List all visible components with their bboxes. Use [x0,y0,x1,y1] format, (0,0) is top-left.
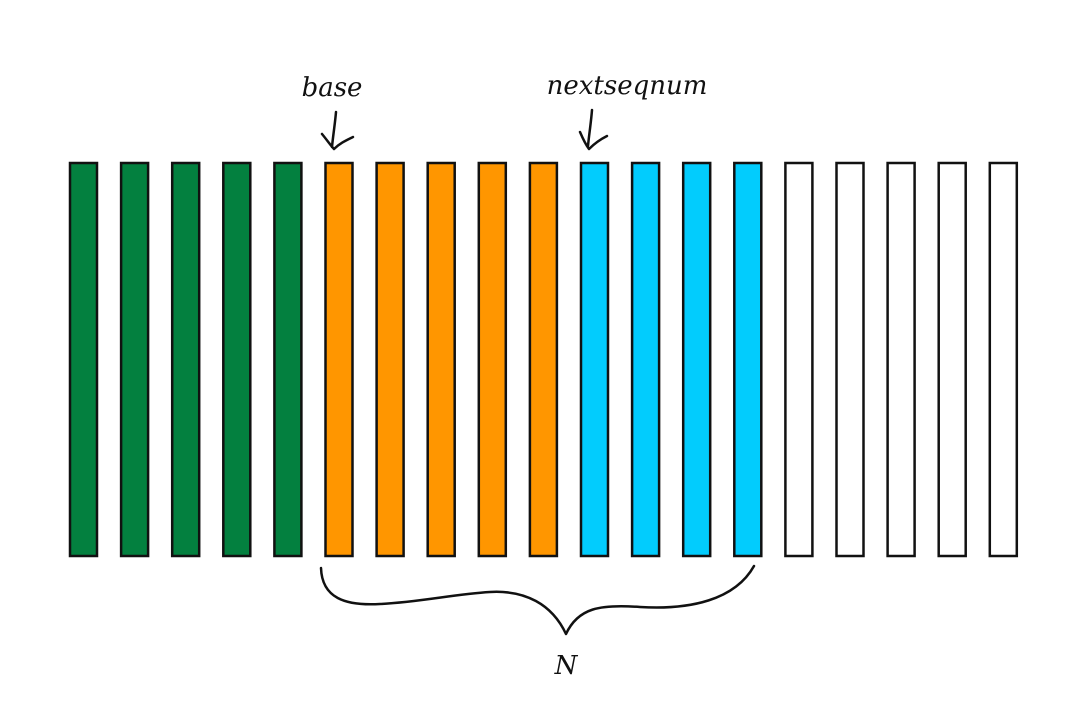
slot-sent-unacked [375,161,405,558]
slot-acked [273,161,303,558]
slot-unusable [988,161,1019,558]
slot-acked [119,161,150,558]
slot-unusable [937,161,967,558]
nextseqnum-arrow [578,108,609,151]
slot-usable [630,161,661,558]
slot-sent-unacked [426,161,456,558]
window-brace [319,564,756,636]
base-arrow [320,110,355,151]
slot-sent-unacked [477,161,508,558]
base-label: base [302,73,363,103]
slot-unusable [886,161,916,558]
slot-usable [733,161,763,558]
slot-acked [170,161,201,558]
slot-acked [68,161,99,558]
window-size-label: N [554,651,579,681]
slot-sent-unacked [528,161,559,558]
slot-usable [681,161,712,558]
slot-unusable [784,161,814,558]
slot-acked [222,161,252,558]
sequence-slots [68,161,1019,558]
slot-unusable [835,161,865,558]
slot-sent-unacked [324,161,354,558]
slot-usable [579,161,610,558]
nextseqnum-label: nextseqnum [547,71,708,101]
